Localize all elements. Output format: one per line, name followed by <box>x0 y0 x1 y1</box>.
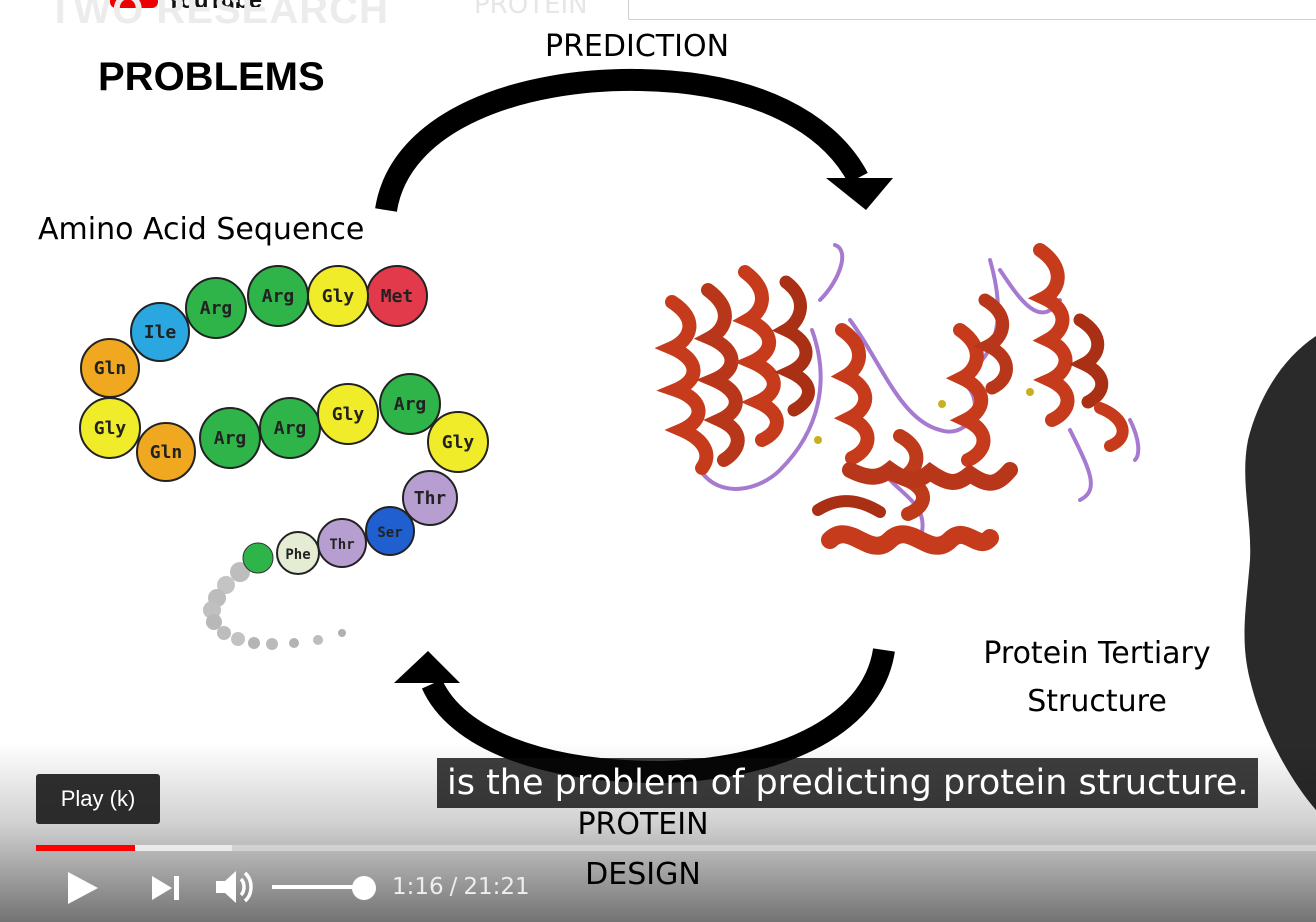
slide-title-problems: PROBLEMS <box>98 55 325 99</box>
amino-acid-label: Gly <box>322 286 355 307</box>
amino-acid-bead-circle <box>427 411 489 473</box>
amino-acid-bead: Met <box>366 265 428 327</box>
chain-tail <box>203 562 346 650</box>
subtitle-caption: is the problem of predicting protein str… <box>437 758 1259 808</box>
youtube-logo-text[interactable]: YouTube <box>166 0 262 14</box>
time-display: 1:16/21:21 <box>392 870 530 904</box>
amino-acid-bead: Ser <box>365 506 415 556</box>
amino-acid-label: Ile <box>144 322 177 343</box>
amino-acid-bead: Gln <box>80 338 140 398</box>
amino-acid-label: Phe <box>285 547 310 563</box>
amino-acid-bead-circle <box>199 407 261 469</box>
amino-acid-label: Thr <box>329 537 354 553</box>
next-icon[interactable] <box>146 868 186 908</box>
amino-acid-bead: Arg <box>185 277 247 339</box>
amino-acid-bead-circle <box>276 531 320 575</box>
design-line-1: PROTEIN <box>577 807 709 842</box>
amino-acid-bead: Ile <box>130 302 190 362</box>
amino-acid-label: Arg <box>200 298 233 319</box>
prediction-label: PREDICTION <box>545 29 730 64</box>
amino-acid-label: Gly <box>442 432 475 453</box>
amino-acid-bead-circle <box>379 373 441 435</box>
amino-acid-bead-circle <box>402 470 458 526</box>
amino-acid-bead-circle <box>136 422 196 482</box>
amino-acid-bead: Thr <box>317 518 367 568</box>
amino-acid-bead-circle <box>247 265 309 327</box>
amino-acid-label: Arg <box>274 418 307 439</box>
amino-acid-bead: Arg <box>199 407 261 469</box>
amino-acid-label: Arg <box>262 286 295 307</box>
play-tooltip: Play (k) <box>36 774 160 824</box>
chain-bead <box>242 542 274 574</box>
amino-acid-bead-circle <box>365 506 415 556</box>
amino-acid-bead: Gly <box>79 397 141 459</box>
amino-acid-label: Arg <box>214 428 247 449</box>
amino-acid-label: Met <box>381 286 414 307</box>
amino-acid-bead: Gly <box>427 411 489 473</box>
tertiary-line-1: Protein Tertiary <box>983 636 1211 671</box>
protein-design-label: PROTEIN DESIGN <box>540 800 746 900</box>
amino-acid-bead-circle <box>317 383 379 445</box>
amino-acid-sequence-label: Amino Acid Sequence <box>38 212 365 247</box>
amino-acid-bead-circle <box>259 397 321 459</box>
amino-acid-label: Gln <box>94 358 127 379</box>
youtube-logo-icon[interactable] <box>110 0 158 8</box>
protein-structure-image <box>654 243 1141 555</box>
slide-faded-label: PROTEIN <box>474 0 588 20</box>
amino-acid-bead: Arg <box>247 265 309 327</box>
progress-bar[interactable] <box>36 845 1316 851</box>
duration: 21:21 <box>463 874 530 900</box>
progress-played <box>36 845 135 851</box>
amino-acid-label: Arg <box>394 394 427 415</box>
amino-acid-bead: Arg <box>379 373 441 435</box>
amino-acid-label: Gln <box>150 442 183 463</box>
search-input[interactable] <box>628 0 1316 20</box>
protein-tertiary-structure-label: Protein Tertiary Structure <box>960 630 1234 726</box>
amino-acid-label: Ser <box>377 525 402 541</box>
amino-acid-bead: Thr <box>402 470 458 526</box>
amino-acid-bead-circle <box>130 302 190 362</box>
prediction-arrow <box>375 68 893 213</box>
amino-acid-bead: Gly <box>307 265 369 327</box>
current-time: 1:16 <box>392 874 444 900</box>
presenter-silhouette <box>1244 336 1316 810</box>
tertiary-line-2: Structure <box>1027 684 1167 719</box>
volume-slider[interactable] <box>272 885 364 889</box>
amino-acid-label: Gly <box>332 404 365 425</box>
youtube-header: YouTube <box>0 0 1316 44</box>
amino-acid-bead: Arg <box>259 397 321 459</box>
amino-acid-label: Thr <box>414 488 447 509</box>
amino-acid-label: Gly <box>94 418 127 439</box>
design-line-2: DESIGN <box>585 857 701 892</box>
amino-acid-bead: Phe <box>276 531 320 575</box>
volume-slider-handle[interactable] <box>352 876 376 900</box>
time-separator: / <box>449 874 458 900</box>
volume-icon[interactable] <box>212 864 258 910</box>
amino-acid-bead-circle <box>79 397 141 459</box>
amino-acid-bead: Gly <box>317 383 379 445</box>
slide-faded-title: TWO RESEARCH <box>48 0 389 32</box>
amino-acid-bead-circle <box>185 277 247 339</box>
amino-acid-bead: Gln <box>136 422 196 482</box>
play-icon[interactable] <box>60 866 104 910</box>
amino-acid-bead-circle <box>317 518 367 568</box>
